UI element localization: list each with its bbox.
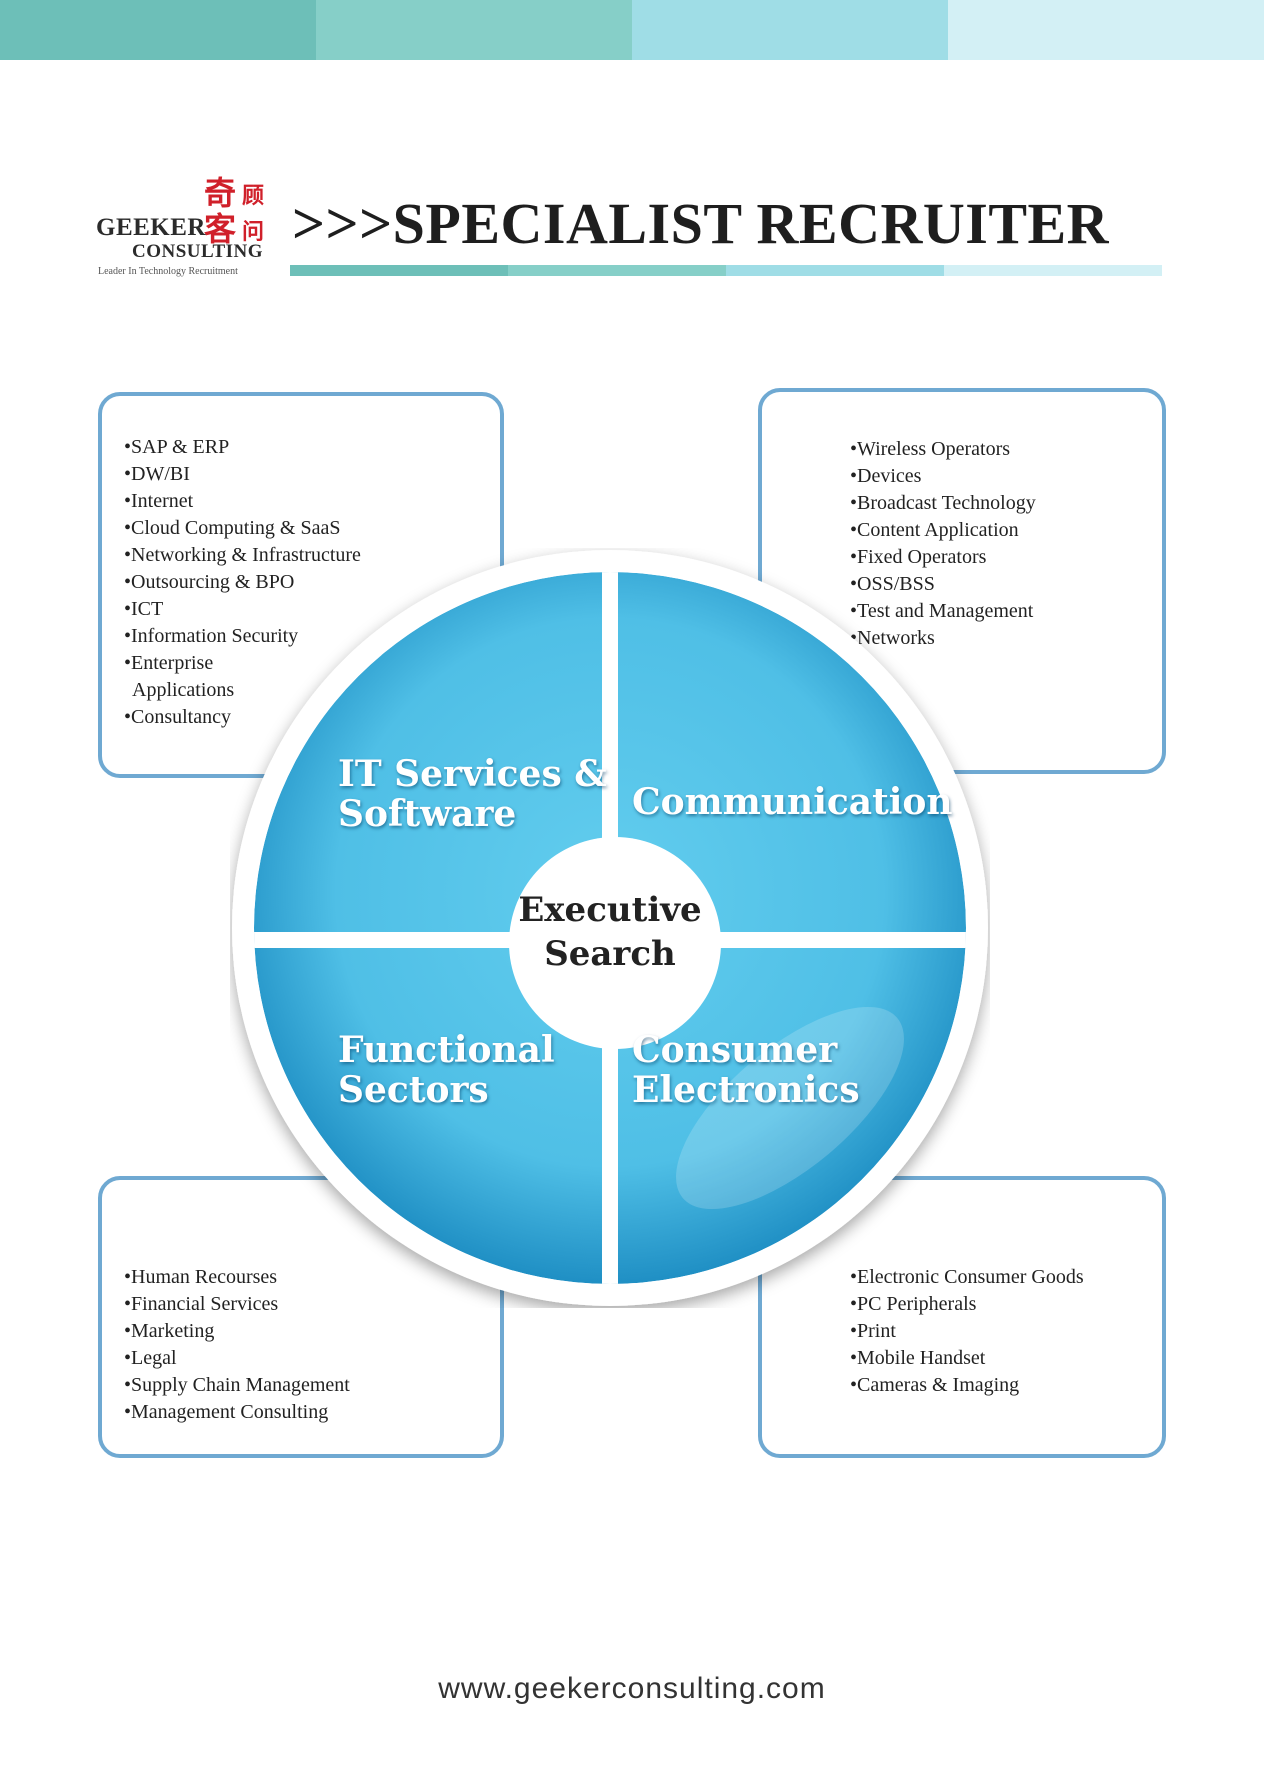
functional-sectors-list: •Human Recourses •Financial Services •Ma… (124, 1264, 350, 1426)
website-url: www.geekerconsulting.com (438, 1672, 826, 1705)
logo-brand-line2: CONSULTING (132, 241, 264, 262)
list-item: •Wireless Operators (850, 438, 1011, 460)
list-item: •Enterprise (124, 652, 214, 674)
segment-label-functional-sectors: Functional Sectors (338, 1030, 555, 1110)
wheel-center-circle (509, 837, 721, 1049)
list-item: •Networking & Infrastructure (124, 544, 361, 566)
list-item: •PC Peripherals (850, 1293, 977, 1315)
list-item: •SAP & ERP (124, 436, 230, 458)
list-item: •Fixed Operators (850, 546, 987, 568)
top-bar-segment-4 (948, 0, 1264, 60)
center-label-executive-search: Executive Search (500, 888, 720, 976)
list-item: •Consultancy (124, 706, 231, 728)
title-bar-segment-4 (944, 265, 1162, 276)
list-item: •Financial Services (124, 1293, 279, 1315)
list-item: •Cameras & Imaging (850, 1374, 1020, 1396)
center-label-line1: Executive (518, 890, 702, 930)
list-item: •Human Recourses (124, 1266, 278, 1288)
title-bar-segment-1 (290, 265, 508, 276)
list-item: •ICT (124, 598, 164, 620)
title-bar-segment-3 (726, 265, 944, 276)
list-item: •Electronic Consumer Goods (850, 1266, 1084, 1288)
service-wheel (232, 550, 988, 1306)
logo-cn-char-3: 客 (204, 210, 237, 248)
company-logo: 奇 顾 客 问 GEEKER CONSULTING Leader In Tech… (96, 168, 276, 280)
consumer-electronics-box: •Electronic Consumer Goods •PC Periphera… (758, 1176, 1166, 1458)
logo-tagline: Leader In Technology Recruitment (98, 266, 238, 277)
list-item: •DW/BI (124, 463, 190, 485)
segment-label-consumer-electronics: Consumer Electronics (632, 1030, 860, 1110)
consumer-electronics-list: •Electronic Consumer Goods •PC Periphera… (850, 1264, 1084, 1399)
logo-brand-line1: GEEKER (96, 214, 206, 241)
segment-label-line: Communication (632, 781, 953, 823)
top-bar-segment-2 (316, 0, 632, 60)
list-item: •Cloud Computing & SaaS (124, 517, 341, 539)
list-item: •Management Consulting (124, 1401, 329, 1423)
list-item: •Content Application (850, 519, 1019, 541)
logo-cn-char-4: 问 (242, 219, 265, 245)
segment-label-line: Functional (338, 1029, 555, 1071)
list-item: •Internet (124, 490, 194, 512)
list-item: •Marketing (124, 1320, 215, 1342)
title-bar-segment-2 (508, 265, 726, 276)
top-color-bar (0, 0, 1264, 60)
it-services-list: •SAP & ERP •DW/BI •Internet •Cloud Compu… (124, 434, 361, 731)
title-underline-bar (290, 265, 1162, 276)
list-item: •Mobile Handset (850, 1347, 986, 1369)
list-item: •OSS/BSS (850, 573, 935, 595)
list-item: Applications (132, 679, 235, 701)
list-item: •Broadcast Technology (850, 492, 1036, 514)
segment-label-line: Sectors (338, 1069, 489, 1111)
logo-cn-char-1: 奇 (204, 174, 237, 212)
list-item: •Networks (850, 627, 935, 649)
center-label-line2: Search (544, 934, 676, 974)
segment-label-line: IT Services & (338, 753, 607, 795)
list-item: •Information Security (124, 625, 299, 647)
wheel-gloss-highlight (676, 1006, 904, 1210)
list-item: •Test and Management (850, 600, 1034, 622)
segment-label-communication: Communication (632, 782, 953, 822)
top-bar-segment-1 (0, 0, 316, 60)
functional-sectors-box: •Human Recourses •Financial Services •Ma… (98, 1176, 504, 1458)
segment-label-line: Software (338, 793, 517, 835)
list-item: •Devices (850, 465, 922, 487)
segment-label-it-services: IT Services & Software (338, 754, 607, 834)
logo-cn-char-2: 顾 (242, 183, 265, 209)
top-bar-segment-3 (632, 0, 948, 60)
segment-label-line: Electronics (632, 1069, 860, 1111)
communication-list: •Wireless Operators •Devices •Broadcast … (850, 436, 1036, 652)
segment-label-line: Consumer (632, 1029, 838, 1071)
page-title: >>>SPECIALIST RECRUITER (292, 191, 1110, 256)
list-item: •Supply Chain Management (124, 1374, 350, 1396)
list-item: •Legal (124, 1347, 177, 1369)
list-item: •Print (850, 1320, 896, 1342)
list-item: •Outsourcing & BPO (124, 571, 295, 593)
